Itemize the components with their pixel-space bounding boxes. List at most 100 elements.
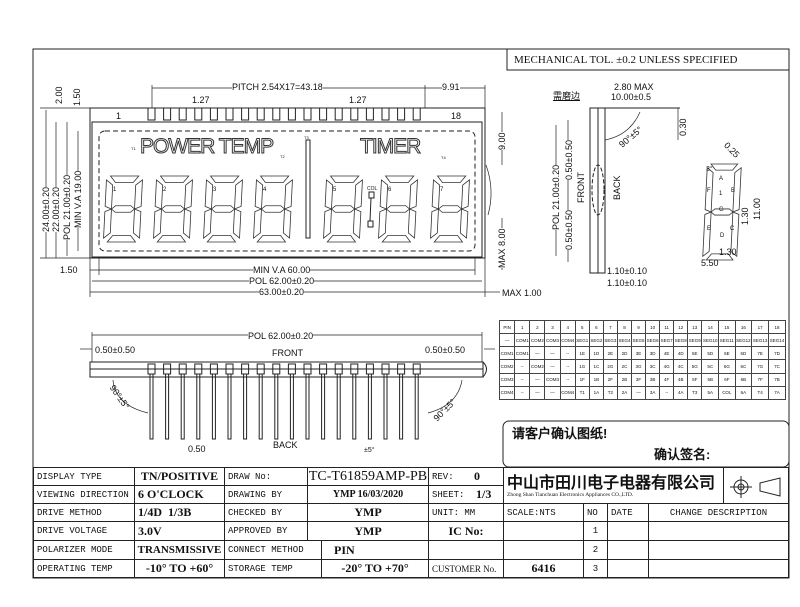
table-cell: 7F [751,372,770,387]
side-dim-0-50-top: 0.50±0.50 [564,140,574,180]
table-cell: 1A [588,385,604,401]
table-cell: SEG2 [588,333,604,348]
bottom-pin-leg [414,373,419,440]
segment [203,208,212,239]
top-pin [163,107,172,121]
segment [260,205,286,213]
blank-cell-b [503,540,584,560]
top-pin [334,107,343,121]
top-pin [381,107,390,121]
segment [461,179,470,210]
bottom-pin-leg [274,373,279,440]
bottom-pin-leg [367,373,372,440]
table-cell: 1F [574,372,590,387]
segment [352,208,362,239]
approved-by-value: YMP [307,521,429,541]
top-pin [256,107,265,121]
table-cell: -- [559,346,576,361]
segment [384,175,415,183]
segment [109,175,140,183]
table-cell: 13 [687,319,703,335]
side-seal [591,164,605,216]
seg-dim-1-30-v: 1.30 [740,207,750,225]
table-cell: SEG4 [616,333,633,348]
table-cell: COM3 [544,333,561,348]
table-cell: COM2 [529,359,546,374]
segment [160,205,186,213]
rev-label: REV: [428,467,472,486]
segment-label-e: E [707,226,712,232]
segment [433,235,464,243]
ic-no-label: IC No: [428,521,504,541]
top-pin [147,107,156,121]
table-cell: COM1 [514,333,531,348]
projection-symbol-cell [723,467,789,504]
segment [256,235,287,243]
drawing-by-value: YMP 16/03/2020 [307,485,429,504]
table-cell: — [529,385,546,401]
blank-cell-a [428,540,504,560]
confirm-signature-label: 确认签名: [654,447,711,462]
tolerance-note: MECHANICAL TOL. ±0.2 UNLESS SPECIFIED [514,54,738,66]
table-cell: -- [514,359,531,374]
bottom-pin-leg [352,373,357,440]
top-pin [319,107,328,121]
seg-angle: 3° [706,166,713,173]
top-pins [147,107,421,121]
table-cell: — [498,333,516,348]
segment [104,179,114,210]
segment-digit-label: 1 [719,191,723,197]
digit-number: 3 [213,187,217,193]
dim-0-30: 0.30 [678,118,688,136]
table-cell: 7B [768,372,786,387]
top-pin [209,107,218,121]
polarizer-outline [91,121,483,258]
table-cell: 10 [645,319,661,335]
projection-symbol-icon [730,476,781,498]
rev-value: 0 [471,467,504,486]
digit-segments [103,175,470,243]
segment-label-c: C [730,226,735,232]
dim-2-00: 2.00 [54,86,64,104]
table-cell: 6A [734,385,753,401]
bottom-pin-leg [227,373,232,440]
connect-label: CONNECT METHOD [224,540,322,560]
col-connector [369,197,372,222]
table-cell: 18 [768,319,786,335]
table-cell: 4F [659,372,675,387]
segment [379,179,389,210]
segment [409,179,418,210]
t3-bar [305,139,311,239]
table-cell: 5 [574,319,590,335]
storage-value: -20° TO +70° [321,559,429,578]
top-pin [412,107,421,121]
table-cell: 7G [751,359,770,374]
table-cell: 7 [602,319,618,335]
edge-grind-note: 需磨边 [553,91,581,101]
segment [437,205,463,213]
table-cell: 14 [701,319,720,335]
table-cell: COM3 [544,372,561,387]
digit-number: 1 [113,187,117,193]
segment [132,208,142,239]
bottom-pin-leg [289,373,294,440]
date-header: DATE [607,503,649,522]
table-cell: 5C [701,359,720,374]
top-pin [178,107,187,121]
sheet-value: 1/3 [473,485,504,504]
segment [378,208,387,239]
table-cell: COM2 [498,359,516,374]
customer-label: CUSTOMER No. [428,559,504,578]
table-cell: COL [718,385,736,401]
top-pin [225,107,234,121]
table-cell: 5D [701,346,720,361]
table-cell: — [631,385,647,401]
table-cell: 3D [645,346,661,361]
side-dim-0-50-bottom: 0.50±0.50 [564,210,574,250]
drawing-by-label: DRAWING BY [224,485,308,504]
table-cell: 6E [718,346,736,361]
table-cell: 4B [673,372,689,387]
confirm-title: 请客户确认图纸! [512,426,608,441]
